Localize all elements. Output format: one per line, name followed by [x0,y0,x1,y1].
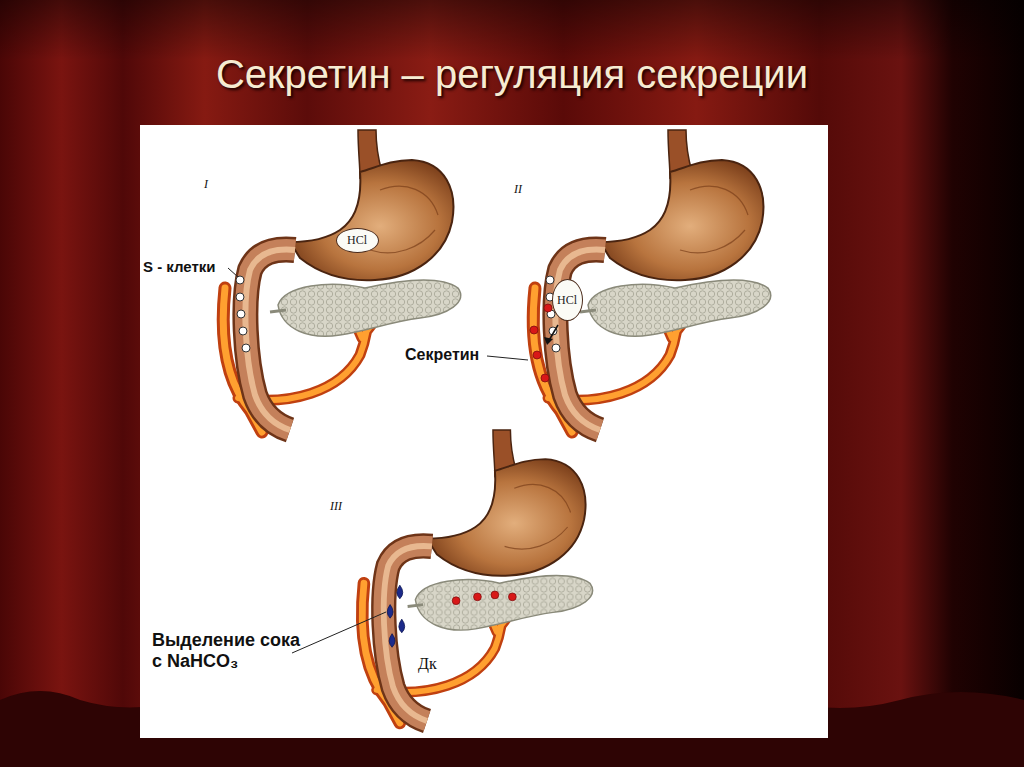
part-label: S - клетки [143,258,216,275]
stage-number: II [514,183,522,197]
leader-line [228,268,238,277]
organ-set [362,430,592,723]
stage-three [362,430,592,723]
chemical-label: HCl [557,293,577,308]
stage-number: I [204,178,208,192]
figure-panel [140,125,828,738]
stage-one [223,130,460,432]
stage-two [530,130,771,432]
stage-number: III [330,500,342,514]
secretin-dots [530,304,552,382]
part-label: Секретин [405,346,479,364]
acid-bubble: HCl [336,228,379,253]
part-label: Дк [418,655,437,673]
juice-drops [387,585,404,647]
organ-set [533,130,770,432]
leader-line [292,612,386,653]
slide-title: Секретин – регуляция секреции [0,52,1024,97]
organ-set [223,130,460,432]
leader-lines [228,268,528,653]
curtain-top [0,0,1024,60]
acid-bubble: HCl [552,279,583,321]
part-label: Выделение сока с NaHCO₃ [152,630,302,671]
leader-line [487,356,528,360]
s-cells [236,276,250,352]
chemical-label: HCl [347,233,367,248]
arrow-head [544,337,553,345]
secretin-dots [452,591,516,605]
